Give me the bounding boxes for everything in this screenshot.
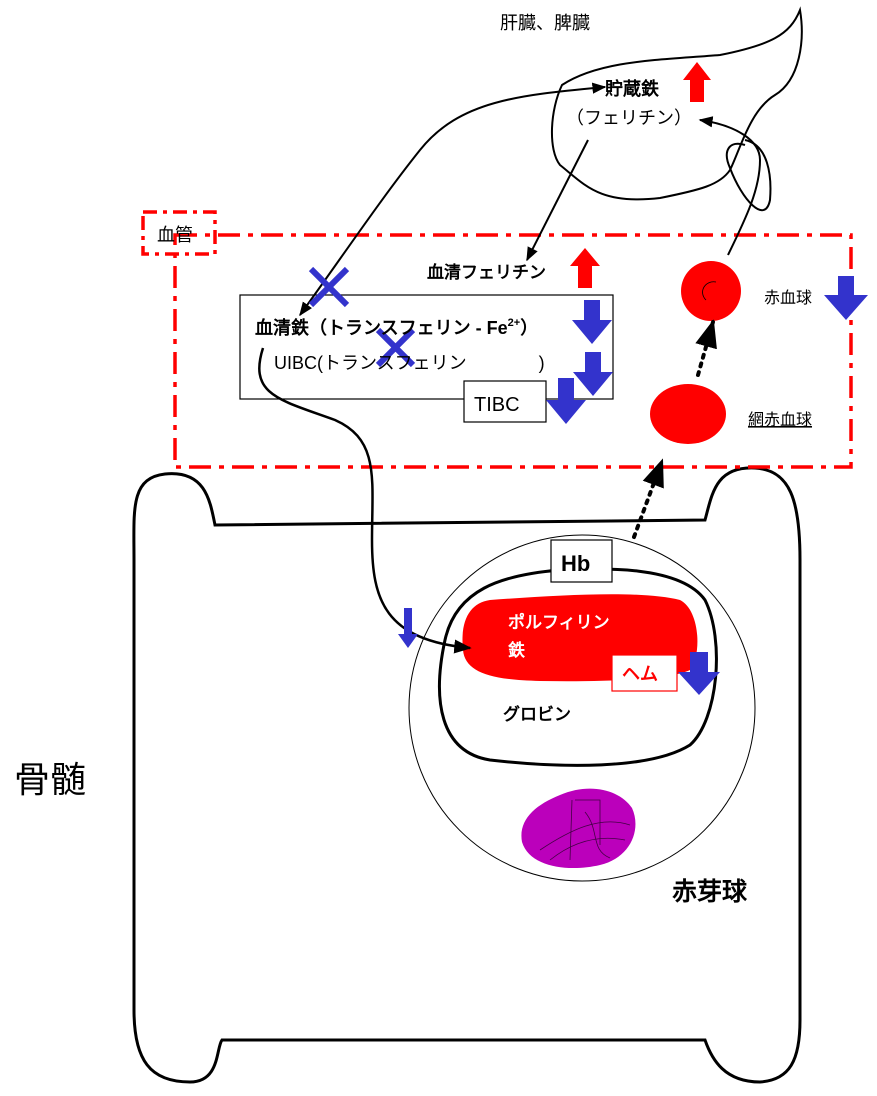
rbc-center-mark (702, 281, 717, 301)
uibc-label: UIBC(トランスフェリン ) (274, 353, 545, 373)
uibc-down-arrow (573, 352, 613, 396)
serum-iron-box (239, 294, 614, 400)
marrow-iron-down-arrow (398, 608, 418, 648)
erythroblast-label: 赤芽球 (672, 878, 748, 906)
reticulocyte-label: 網赤血球 (748, 411, 812, 429)
rbc-to-storage-line (698, 116, 762, 256)
porphyrin-label: ポルフィリン (508, 612, 610, 632)
organ-label: 肝臓、脾臓 (500, 13, 590, 33)
serum-ferritin-up-arrow (570, 248, 600, 288)
vessel-border (173, 233, 853, 469)
hemoglobin-outline (438, 567, 718, 767)
heme-box (611, 654, 678, 692)
ferritin-label: （フェリチン） (566, 108, 692, 128)
serum-iron-label: 血清鉄（トランスフェリン - Fe2+） (255, 317, 538, 338)
reticulocyte-to-rbc-arrow (695, 319, 717, 377)
globin-label: グロビン (503, 704, 571, 724)
block-x-mark-1 (308, 266, 350, 308)
vessel-label: 血管 (157, 225, 193, 245)
hb-label: Hb (561, 551, 590, 576)
rbc-down-arrow (824, 276, 868, 320)
storage-iron-label: 貯蔵鉄 (605, 78, 659, 99)
heme-label: ヘム (622, 664, 658, 684)
tibc-label: TIBC (474, 394, 520, 416)
tibc-box (463, 380, 547, 423)
iron-label: 鉄 (508, 640, 525, 660)
serum-ferritin-label: 血清フェリチン (427, 262, 546, 282)
serum-iron-down-arrow (572, 300, 612, 344)
storage-to-serum-ferritin-line (526, 139, 589, 262)
erythroblast-to-reticulocyte-arrow (632, 458, 664, 539)
rbc-cell (681, 261, 741, 321)
storage-to-serum-iron-line (299, 82, 607, 317)
storage-iron-up-arrow (683, 62, 711, 102)
reticulocyte-cell (650, 384, 726, 444)
heme-down-arrow (678, 652, 720, 695)
bone-marrow-outline (132, 466, 802, 1084)
chromatin (539, 799, 631, 861)
serum-iron-to-marrow-line (258, 347, 472, 654)
liver-spleen-outline (551, 6, 803, 201)
erythroblast-cell (408, 534, 756, 882)
block-x-mark-2 (375, 327, 416, 368)
tibc-down-arrow (546, 378, 586, 424)
rbc-loop (725, 139, 772, 212)
hb-box (550, 539, 613, 583)
vessel-label-box (141, 210, 217, 256)
rbc-label: 赤血球 (764, 289, 812, 307)
bone-marrow-label: 骨髄 (14, 759, 86, 800)
